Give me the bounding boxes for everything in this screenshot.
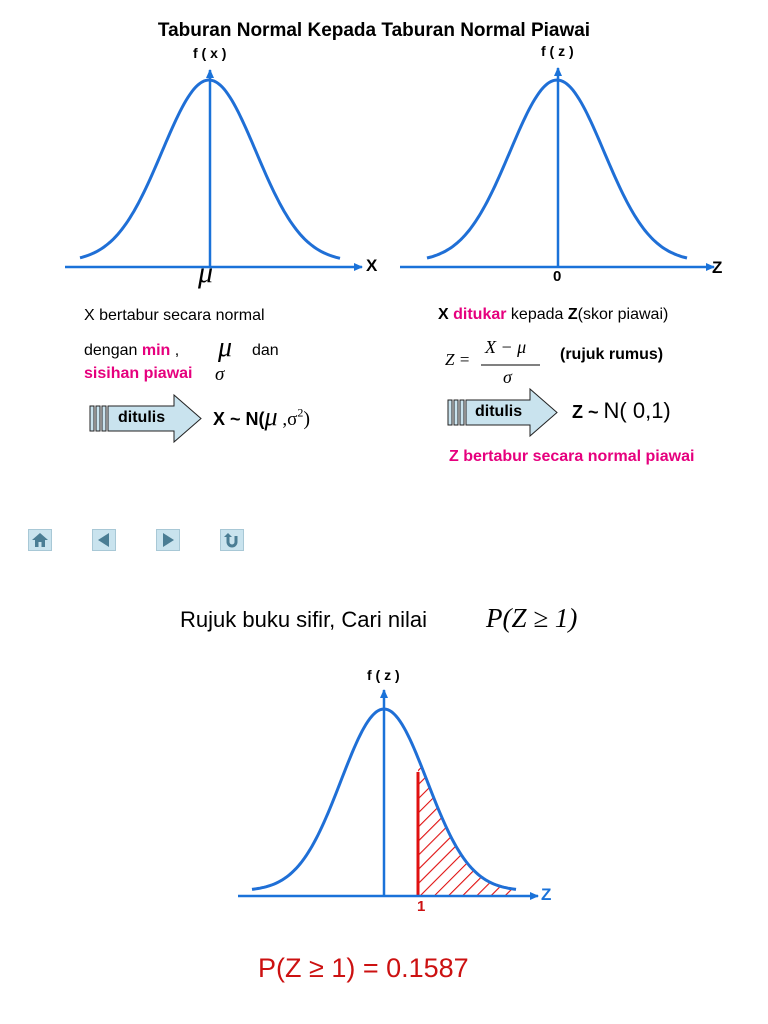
bottom-x-axis-label: Z — [541, 885, 552, 904]
rujuk-rumus-text: (rujuk rumus) — [560, 346, 664, 363]
sisihan-piawai-text: sisihan piawai — [84, 365, 193, 382]
left-bell-curve — [79, 78, 341, 260]
bottom-prompt: Rujuk buku sifir, Cari nilai — [180, 607, 427, 632]
z-formula-denominator: σ — [503, 367, 512, 387]
right-ditulis-arrow — [447, 387, 558, 438]
tick-one-label: 1 — [417, 898, 426, 915]
bottom-normal-curve-chart — [238, 689, 539, 900]
right-normal-curve-chart — [400, 67, 715, 271]
left-normal-curve-chart — [65, 69, 363, 271]
formula-close: ) — [303, 408, 310, 430]
right-distribution-formula: Z ~ N( 0,1) — [572, 398, 671, 424]
left-distribution-formula: X ~ N(μ ,σ2) — [213, 402, 310, 432]
z-tilde-text: Z ~ — [572, 402, 604, 422]
bottom-bell-curve — [251, 707, 517, 891]
ditukar-text: ditukar — [453, 306, 507, 323]
left-ditulis-arrow — [89, 393, 202, 444]
formula-sigma: ,σ — [277, 409, 298, 430]
right-x-axis-label: Z — [712, 258, 723, 277]
z-formula-numerator: X − μ — [485, 337, 527, 357]
right-description-line1: X ditukar kepada Z(skor piawai) — [438, 306, 668, 324]
formula-exponent: 2 — [297, 405, 304, 420]
previous-icon — [98, 533, 109, 547]
x-tilde-text: X ~ N( — [213, 409, 265, 429]
formula-mu: μ — [264, 402, 278, 431]
dan-text: dan — [252, 342, 279, 359]
standard-normal-footer: Z bertabur secara normal piawai — [449, 448, 695, 465]
previous-button[interactable] — [92, 529, 116, 551]
left-x-axis-label: X — [366, 256, 378, 275]
return-icon — [224, 533, 238, 548]
right-ditulis-label: ditulis — [475, 403, 523, 420]
kepada-text: kepada — [506, 306, 568, 323]
n01-text: N( 0,1) — [603, 398, 671, 423]
left-mu-symbol: μ — [218, 332, 233, 363]
dengan-text: dengan — [84, 342, 142, 359]
next-button[interactable] — [156, 529, 180, 551]
result-text: P(Z ≥ 1) = 0.1587 — [258, 953, 469, 983]
left-description-line2: dengan min , — [84, 342, 179, 360]
comma-text: , — [170, 342, 180, 359]
right-zero-label: 0 — [553, 268, 562, 285]
min-text: min — [141, 342, 171, 359]
left-sigma-symbol: σ — [215, 364, 225, 385]
left-description-line1: X bertabur secara normal — [84, 307, 265, 324]
page-title: Taburan Normal Kepada Taburan Normal Pia… — [157, 20, 591, 41]
probability-expression: P(Z ≥ 1) — [486, 603, 578, 633]
z-text: Z — [567, 306, 578, 323]
home-button[interactable] — [28, 529, 52, 551]
right-y-axis-label: f ( z ) — [541, 43, 574, 59]
left-ditulis-label: ditulis — [118, 409, 166, 426]
left-y-axis-label: f ( x ) — [193, 45, 227, 61]
x-text: X — [438, 306, 449, 323]
return-button[interactable] — [220, 529, 244, 551]
home-icon — [32, 533, 48, 547]
z-formula-lhs: Z = — [445, 350, 471, 369]
right-bell-curve — [426, 78, 688, 260]
left-mean-label: μ — [198, 256, 214, 289]
next-icon — [163, 533, 174, 547]
bottom-y-axis-label: f ( z ) — [367, 667, 400, 683]
skor-piawai-text: (skor piawai) — [577, 306, 669, 323]
